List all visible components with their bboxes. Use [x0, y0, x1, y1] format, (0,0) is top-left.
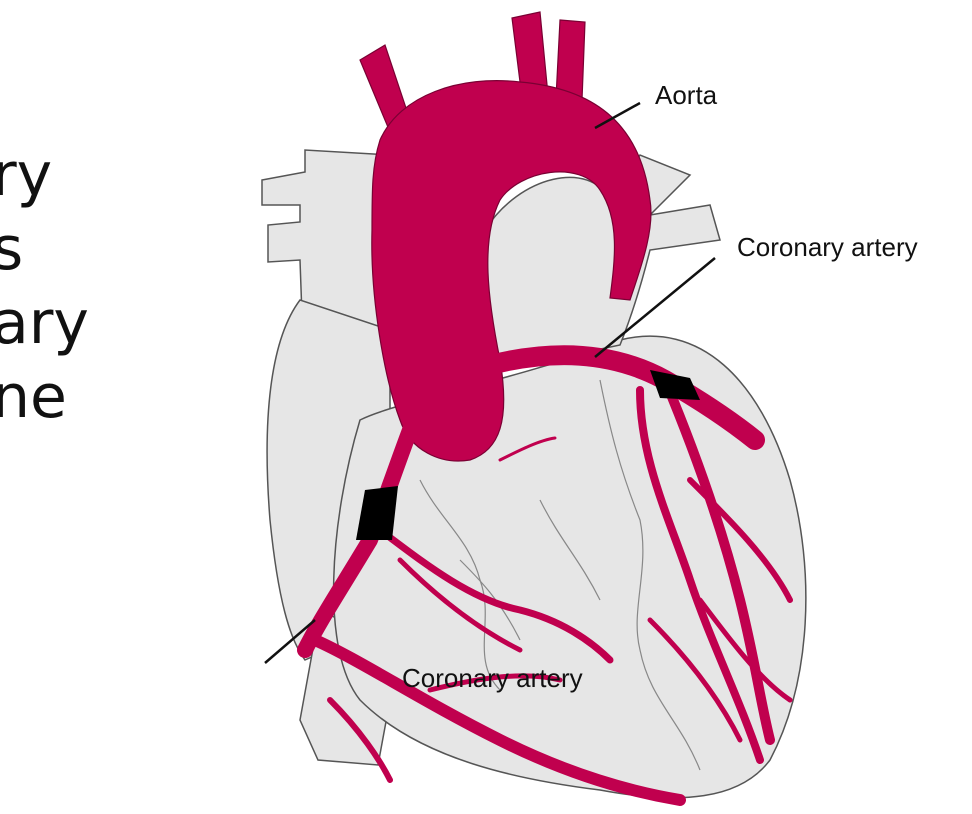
label-coronary-artery-left: Coronary artery: [402, 663, 583, 694]
label-aorta: Aorta: [655, 80, 717, 111]
label-coronary-artery-right: Coronary artery: [737, 232, 918, 263]
aorta-branch-3: [556, 20, 585, 100]
